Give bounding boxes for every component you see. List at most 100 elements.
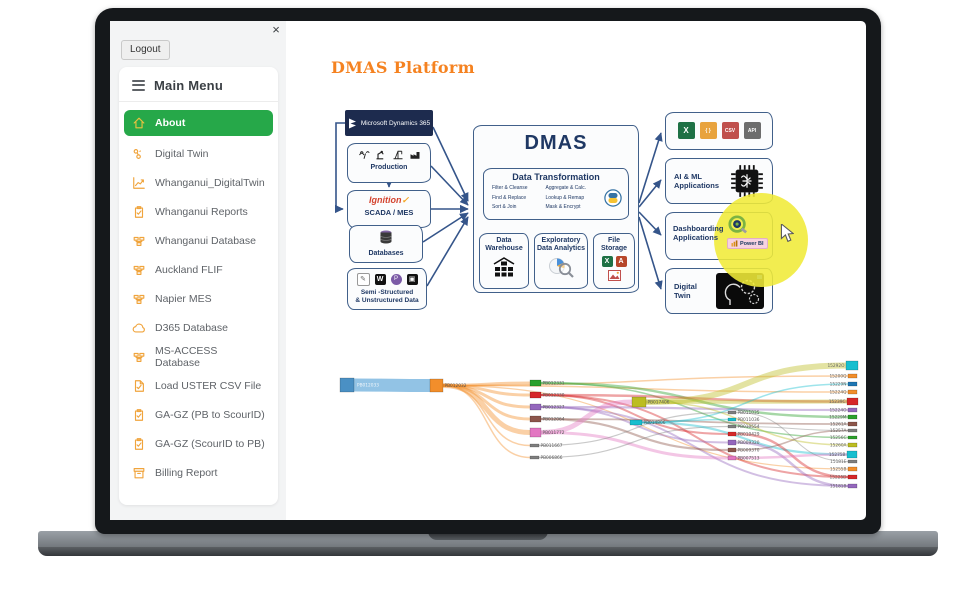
ignition-brand: Ignition✓ <box>368 195 410 205</box>
sankey-node-PB009370 <box>727 447 737 453</box>
sankey-link <box>645 401 849 446</box>
sankey-link <box>540 382 849 439</box>
sankey-node-label: PB010554 <box>738 424 760 430</box>
sankey-node-label: PB009320 <box>738 440 760 446</box>
sankey-node-PB011036 <box>727 417 737 422</box>
sankey-node-label: 15181B <box>830 484 847 490</box>
qlik-icon <box>728 215 748 234</box>
dt-item: Lookup & Remap <box>545 194 585 201</box>
ignition-label: SCADA / MES <box>364 208 414 217</box>
dmas-title: DMAS <box>524 132 588 154</box>
sankey-link <box>540 405 849 412</box>
sankey-link <box>442 383 531 435</box>
sankey-node-label: 15256C <box>830 435 847 441</box>
warehouse-icon <box>493 256 515 277</box>
sidebar-item-label: Napier MES <box>155 292 212 305</box>
file-storage-label: File Storage <box>600 237 628 253</box>
sankey-node-PB017406 <box>631 396 647 408</box>
sankey-node-15200Q <box>847 373 858 379</box>
sidebar-item-ga-gz-scourid-to-pb[interactable]: GA-GZ (ScourID to PB) <box>124 429 273 458</box>
sidebar-item-whanganui-reports[interactable]: Whanganui Reports <box>124 197 273 226</box>
sidebar-item-about[interactable]: About <box>124 110 273 136</box>
sankey-node-label: 15257A <box>830 428 847 434</box>
sankey-node-label: PB017406 <box>648 400 670 406</box>
sidebar-item-ga-gz-pb-to-scourid[interactable]: GA-GZ (PB to ScourID) <box>124 400 273 429</box>
sankey-link <box>540 394 729 435</box>
sankey-node-15292O <box>845 360 859 371</box>
dt-item: Aggregate & Calc. <box>545 185 587 191</box>
image-icon <box>607 269 621 281</box>
sankey-link <box>641 383 849 424</box>
sankey-node-PB014806 <box>629 419 643 426</box>
sankey-link <box>540 406 849 487</box>
sankey-link <box>645 362 847 405</box>
sankey-node-label: 15292O <box>827 363 845 369</box>
sankey-node-PB006866 <box>529 455 540 460</box>
sidebar-item-load-uster-csv-file[interactable]: Load USTER CSV File <box>124 371 273 400</box>
sankey-node-15224O <box>847 407 858 413</box>
robot-arm-icon <box>376 150 384 160</box>
mouse-cursor-icon <box>780 224 794 243</box>
excel-icon: X <box>601 255 613 267</box>
close-icon[interactable]: × <box>272 22 280 37</box>
logout-button[interactable]: Logout <box>121 40 170 60</box>
dmas-box: DMAS Data Transformation Filter & Cleans… <box>473 125 639 293</box>
sankey-link <box>641 421 848 456</box>
sankey-node-15257A <box>847 428 858 433</box>
sankey-node-PB012327 <box>529 403 542 411</box>
sankey-link <box>540 381 849 419</box>
sankey-node-PB012064 <box>529 415 542 423</box>
sankey-node-PB011772 <box>529 427 542 438</box>
factory-icon <box>410 152 419 159</box>
sankey-link <box>442 384 531 421</box>
sankey-link <box>540 399 633 435</box>
database-icon <box>380 230 392 244</box>
sidebar-item-billing-report[interactable]: Billing Report <box>124 458 273 487</box>
json-icon: { } <box>699 122 717 139</box>
sitemap-icon <box>132 263 146 277</box>
sankey-link <box>540 418 849 425</box>
crane-icon <box>393 150 402 160</box>
sidebar-item-napier-mes[interactable]: Napier MES <box>124 284 273 313</box>
sankey-link <box>645 399 848 404</box>
sankey-node-15181E <box>847 459 858 464</box>
sankey-node-PB009320 <box>727 439 737 446</box>
sankey-node-15256C <box>847 435 858 440</box>
word-icon: W <box>374 274 386 285</box>
sidebar-item-auckland-flif[interactable]: Auckland FLIF <box>124 255 273 284</box>
sankey-link <box>735 453 848 460</box>
sidebar-item-d365-database[interactable]: D365 Database <box>124 313 273 342</box>
sankey-node-label: 15229M <box>829 415 847 421</box>
clipboard-icon <box>132 205 146 219</box>
sankey-node-label: PB012032 <box>445 383 467 389</box>
sankey-node-label: PB011667 <box>541 443 563 449</box>
sidebar-item-ms-access-database[interactable]: MS-ACCESS Database <box>124 342 273 371</box>
sidebar-item-label: MS-ACCESS Database <box>155 344 218 369</box>
sidebar-item-whanganui-digitaltwin[interactable]: Whanganui_DigitalTwin <box>124 168 273 197</box>
hamburger-icon[interactable] <box>132 77 145 93</box>
sankey-link <box>442 375 849 387</box>
sankey-node-15224Q <box>847 389 858 395</box>
laptop-base-edge <box>38 547 938 556</box>
sankey-node-label: PB012064 <box>543 417 565 423</box>
dt-item: Mask & Encrypt <box>545 204 581 210</box>
sidebar-item-label: Whanganui Database <box>155 234 256 247</box>
sidebar-item-label: Whanganui Reports <box>155 205 248 218</box>
clipboard-icon <box>132 437 146 451</box>
databases-box: Databases <box>349 225 423 263</box>
data-transformation-title: Data Transformation <box>512 172 600 182</box>
analytics-magnifier-icon <box>549 257 574 278</box>
sidebar-item-whanganui-database[interactable]: Whanganui Database <box>124 226 273 255</box>
note-file-icon: ✎ <box>356 273 370 286</box>
sankey-node-15275B <box>846 450 858 459</box>
sankey-link <box>540 394 849 478</box>
semi-structured-label: Semi -Structured & Unstructured Data <box>355 289 419 305</box>
csv-icon: CSV <box>721 122 739 139</box>
sankey-link <box>540 393 848 403</box>
sidebar-item-digital-twin[interactable]: Digital Twin <box>124 139 273 168</box>
sitemap-icon <box>132 350 146 364</box>
production-label: Production <box>370 164 408 171</box>
